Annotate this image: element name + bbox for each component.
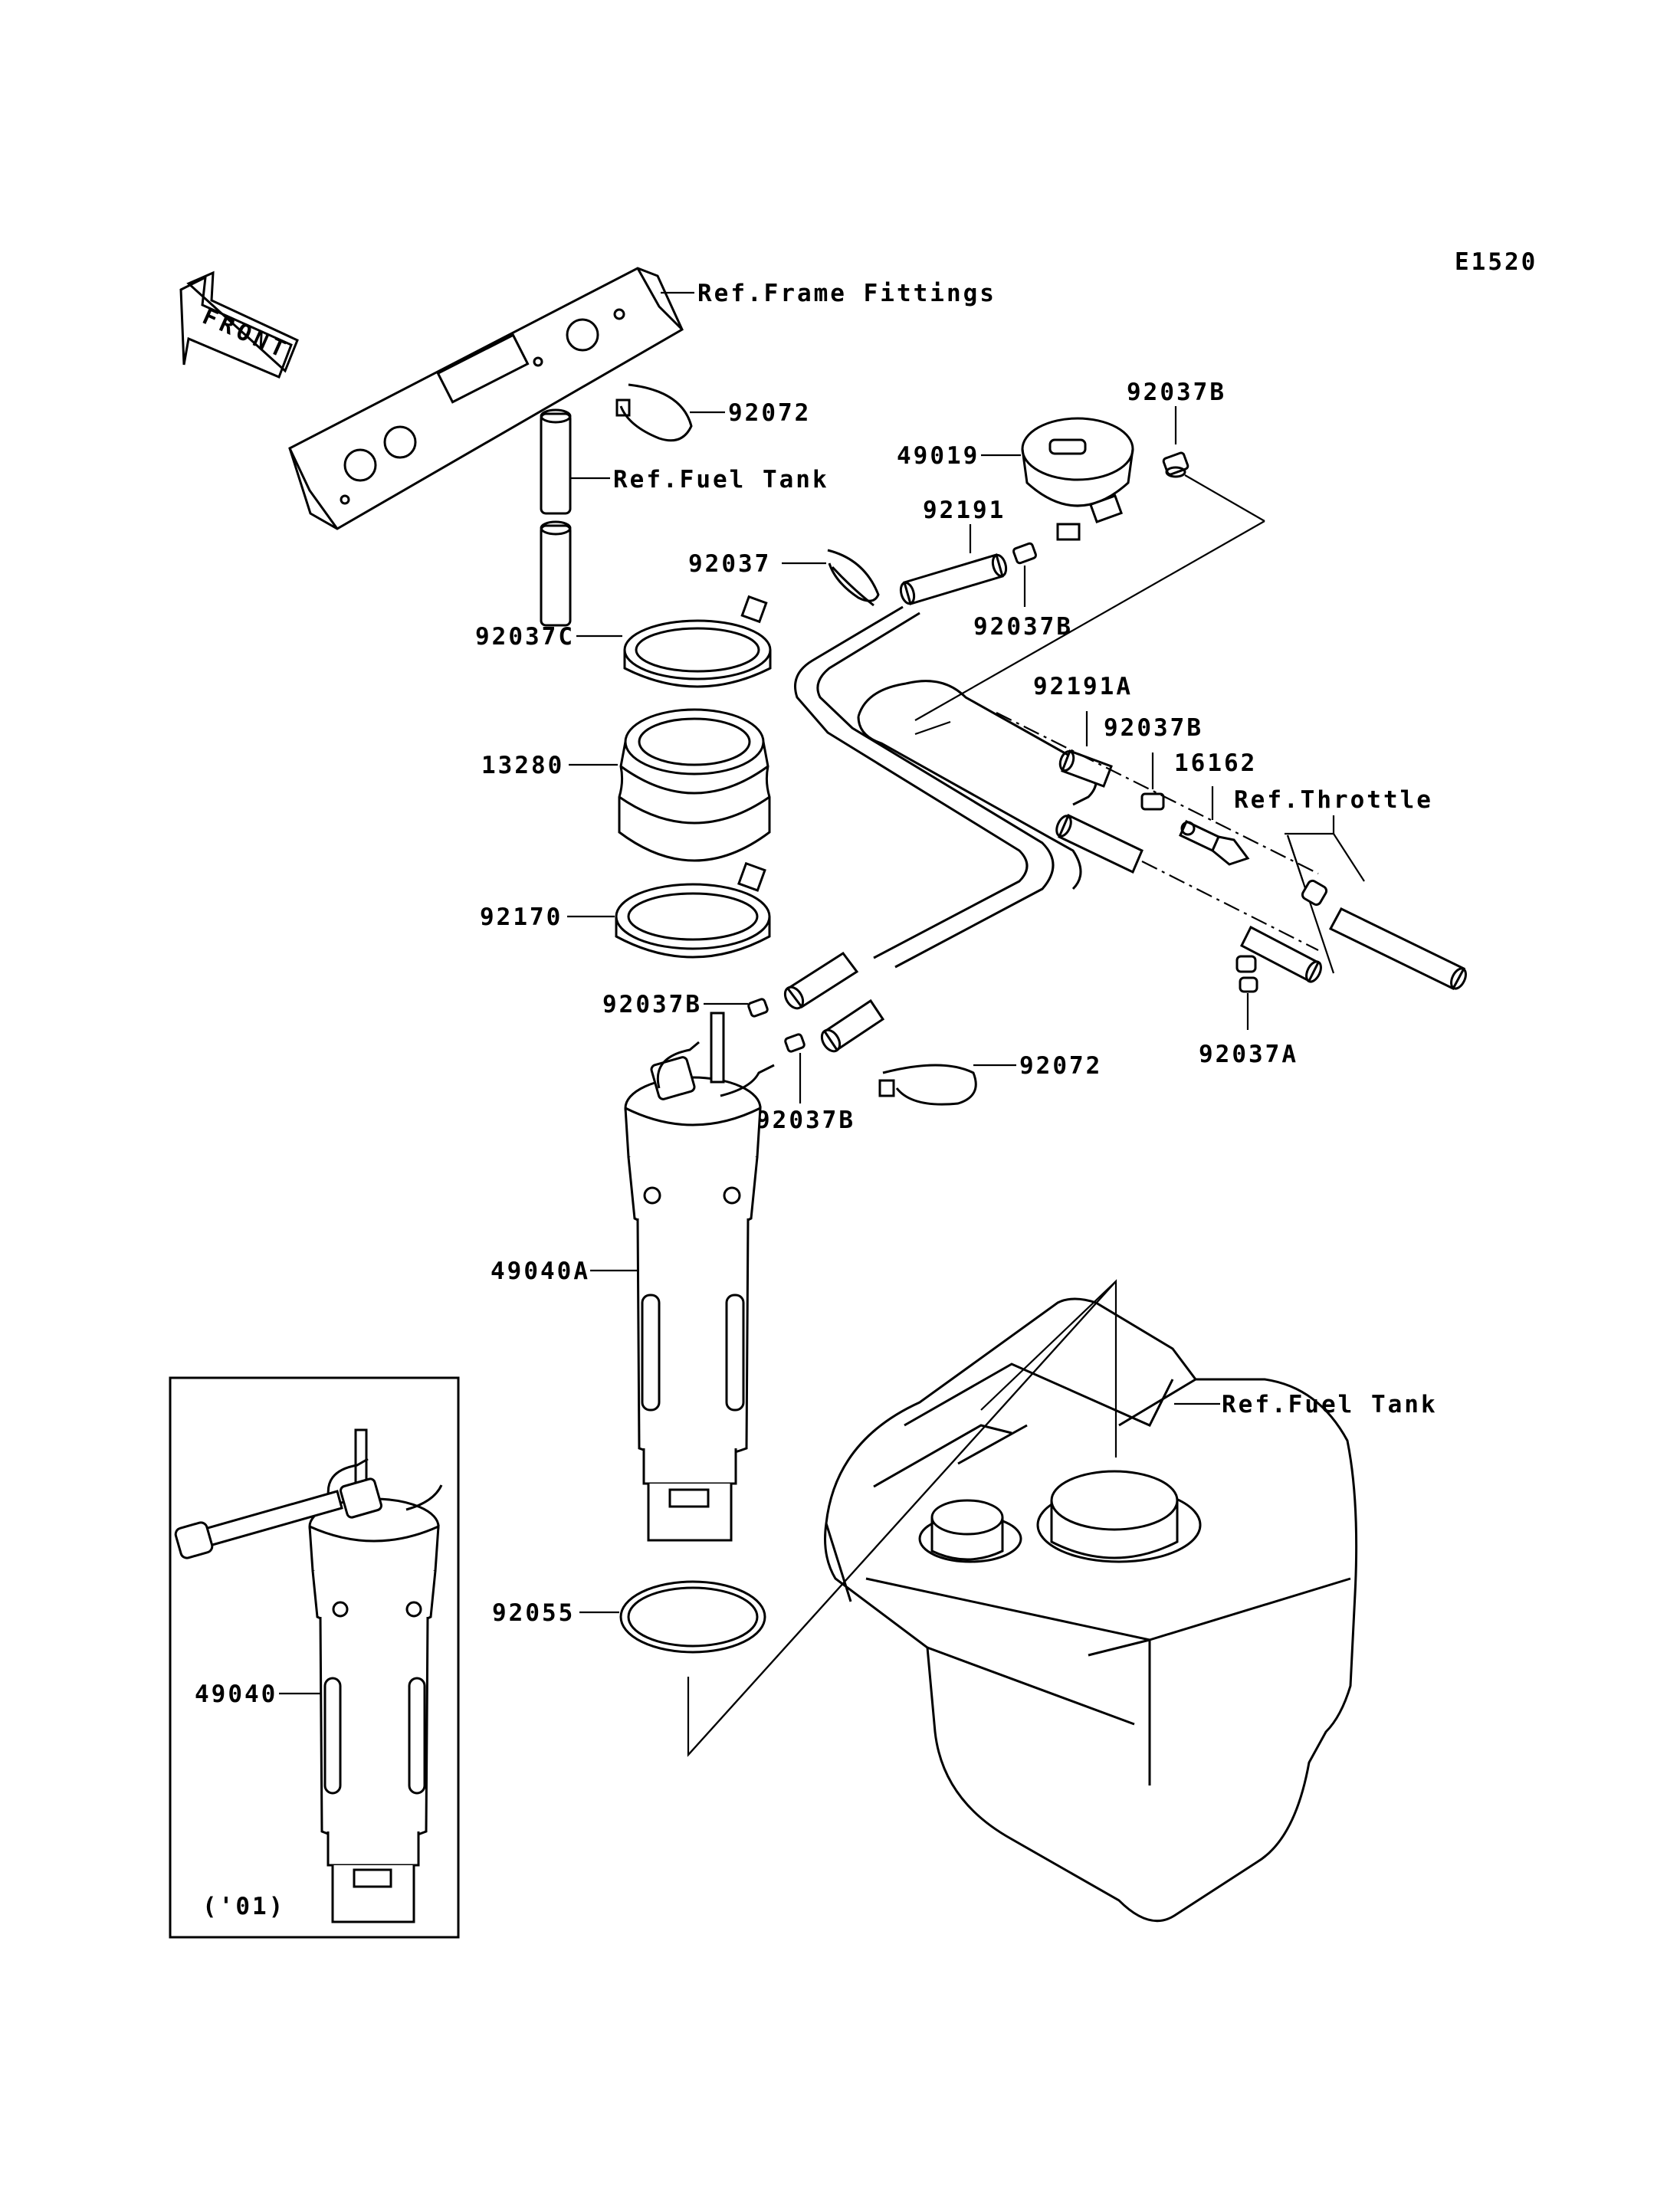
hose-clip-92037b-3 bbox=[1140, 792, 1165, 811]
hose-clamp-92170 bbox=[615, 861, 771, 959]
part-label-92037b-2: 92037B bbox=[973, 613, 1073, 641]
part-label-49040: 49040 bbox=[195, 1681, 277, 1708]
part-label-49040a: 49040A bbox=[491, 1258, 590, 1285]
front-arrow-icon: FRONT bbox=[179, 271, 299, 379]
inset-version-note: ('01) bbox=[202, 1893, 285, 1920]
hose-clamp-92037c bbox=[623, 595, 772, 688]
part-label-16162: 16162 bbox=[1174, 749, 1257, 777]
part-label-92037b-5: 92037B bbox=[756, 1107, 855, 1134]
hose-clip-92037b-4 bbox=[747, 998, 769, 1018]
hose-clip-92037a bbox=[1235, 955, 1258, 993]
fitting-16162 bbox=[1179, 819, 1250, 866]
hose-clip-92037b-top bbox=[1162, 451, 1189, 478]
hose-pump-left bbox=[783, 951, 859, 1010]
inset-box-2001-pump bbox=[169, 1376, 460, 1939]
hose-middle bbox=[1055, 813, 1144, 874]
hose-pump-right bbox=[820, 998, 885, 1053]
part-label-92072-top: 92072 bbox=[728, 399, 811, 427]
band-clamp-92072-lower bbox=[878, 1064, 977, 1106]
diagram-code: E1520 bbox=[1455, 248, 1537, 276]
grommet-13280 bbox=[618, 708, 771, 862]
gasket-92055 bbox=[619, 1580, 766, 1654]
part-label-92055: 92055 bbox=[492, 1599, 575, 1627]
band-clamp-92072-top bbox=[615, 383, 693, 442]
hose-92191 bbox=[899, 553, 1008, 605]
part-label-92191: 92191 bbox=[923, 497, 1006, 524]
part-label-49019: 49019 bbox=[897, 442, 979, 470]
ref-fuel-tank-top-label: Ref.Fuel Tank bbox=[613, 466, 829, 494]
frame-fittings-bracket bbox=[288, 267, 684, 530]
hose-clip-92037b-2 bbox=[1012, 542, 1038, 565]
part-label-13280: 13280 bbox=[481, 752, 564, 779]
part-label-92037: 92037 bbox=[688, 550, 771, 578]
hose-92191a bbox=[1058, 749, 1113, 788]
part-label-92037c: 92037C bbox=[475, 623, 575, 651]
part-label-92037b-3: 92037B bbox=[1104, 714, 1203, 742]
throttle-hose bbox=[1328, 907, 1467, 990]
part-label-92037b-4: 92037B bbox=[602, 991, 702, 1018]
ref-fuel-tank-main-label: Ref.Fuel Tank bbox=[1222, 1391, 1438, 1418]
throttle-hose-clip bbox=[1301, 879, 1328, 907]
fuel-pump-49040a bbox=[624, 1012, 775, 1542]
part-label-92037b-top: 92037B bbox=[1127, 379, 1226, 406]
hose-clip-92037b-5 bbox=[784, 1033, 806, 1053]
fuel-filter-49019 bbox=[1021, 417, 1134, 541]
part-label-92191a: 92191A bbox=[1033, 673, 1133, 700]
part-label-92037a: 92037A bbox=[1199, 1041, 1298, 1068]
hose-to-throttle bbox=[1239, 925, 1322, 983]
vent-tube bbox=[540, 408, 572, 627]
ref-throttle-label: Ref.Throttle bbox=[1234, 786, 1433, 814]
band-clamp-92037 bbox=[827, 549, 880, 607]
part-label-92170: 92170 bbox=[480, 903, 563, 931]
ref-frame-fittings-label: Ref.Frame Fittings bbox=[697, 280, 996, 307]
part-label-92072-lower: 92072 bbox=[1019, 1052, 1102, 1080]
fuel-tank bbox=[824, 1297, 1358, 1923]
